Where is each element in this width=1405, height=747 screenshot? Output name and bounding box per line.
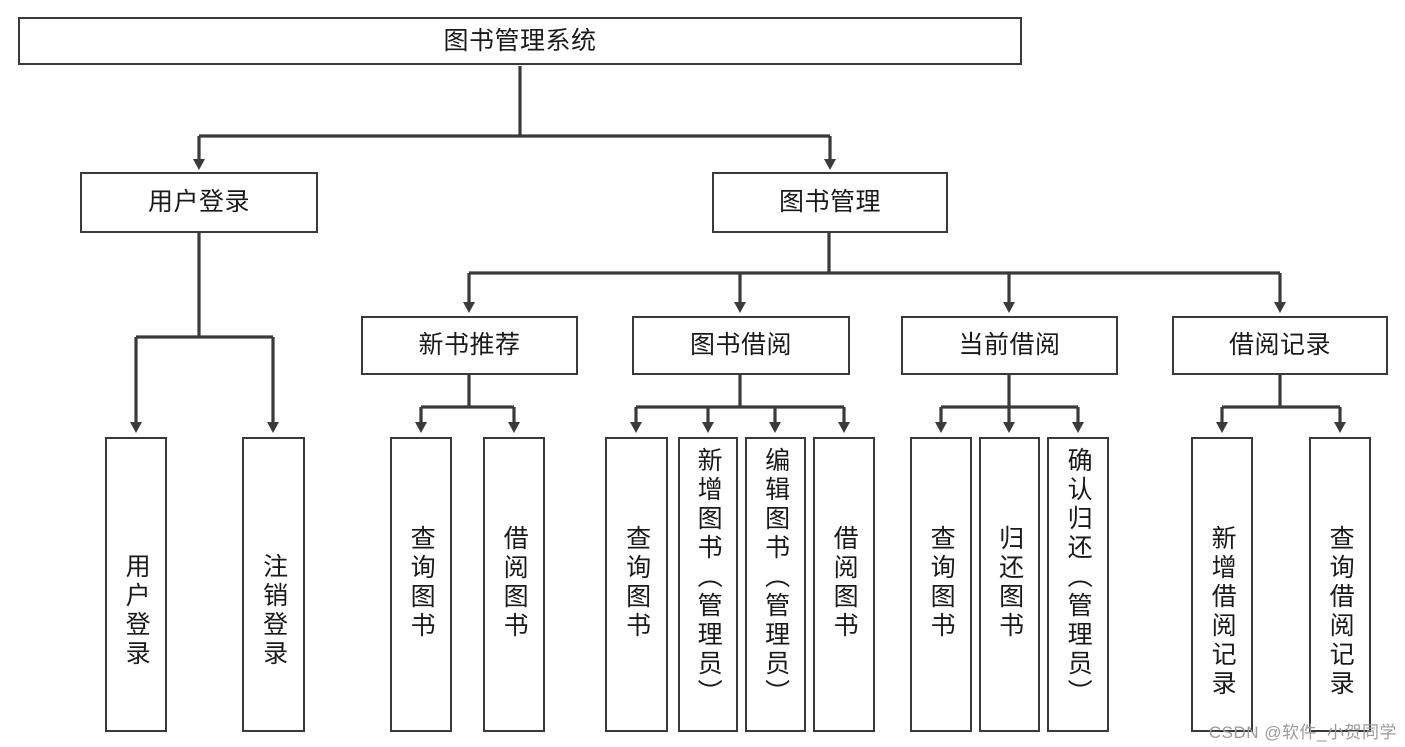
node-label: 注销登录 <box>259 553 288 669</box>
node-label: 用户登录 <box>122 553 151 669</box>
node-label: 查询图书 <box>622 525 651 641</box>
node-label: 当前借阅 <box>958 331 1061 360</box>
node-label: 新增图书（管理员） <box>694 447 723 708</box>
node-label: 查询图书 <box>927 525 956 641</box>
leaf-add-book-admin[interactable]: 新增图书（管理员） <box>678 437 738 732</box>
node-label: 归还图书 <box>995 525 1024 641</box>
node-label: 编辑图书（管理员） <box>761 447 790 708</box>
leaf-query-book-borrow[interactable]: 查询图书 <box>605 437 668 732</box>
node-label: 借阅图书 <box>500 525 529 641</box>
leaf-user-login[interactable]: 用户登录 <box>105 437 167 732</box>
node-book-borrow[interactable]: 图书借阅 <box>632 316 850 375</box>
node-label: 新增借阅记录 <box>1208 525 1237 699</box>
leaf-return-book[interactable]: 归还图书 <box>979 437 1040 732</box>
leaf-edit-book-admin[interactable]: 编辑图书（管理员） <box>745 437 806 732</box>
node-label: 借阅图书 <box>830 525 859 641</box>
node-label: 图书管理系统 <box>443 26 597 55</box>
node-borrow-record[interactable]: 借阅记录 <box>1172 316 1388 375</box>
node-label: 借阅记录 <box>1228 331 1331 360</box>
leaf-confirm-return-admin[interactable]: 确认归还（管理员） <box>1047 437 1109 732</box>
leaf-add-borrow-record[interactable]: 新增借阅记录 <box>1191 437 1253 732</box>
node-root[interactable]: 图书管理系统 <box>18 17 1022 65</box>
leaf-borrow-book-recommend[interactable]: 借阅图书 <box>483 437 545 732</box>
leaf-logout[interactable]: 注销登录 <box>242 437 305 732</box>
leaf-query-book-current[interactable]: 查询图书 <box>910 437 972 732</box>
node-label: 用户登录 <box>147 188 250 217</box>
node-label: 确认归还（管理员） <box>1064 447 1093 708</box>
leaf-query-book-recommend[interactable]: 查询图书 <box>390 437 452 732</box>
leaf-borrow-book[interactable]: 借阅图书 <box>813 437 875 732</box>
node-label: 图书借阅 <box>689 331 792 360</box>
node-book-management[interactable]: 图书管理 <box>712 172 948 233</box>
node-new-book-recommend[interactable]: 新书推荐 <box>361 316 578 375</box>
leaf-query-borrow-record[interactable]: 查询借阅记录 <box>1309 437 1371 732</box>
node-user-login[interactable]: 用户登录 <box>80 172 318 233</box>
node-label: 查询图书 <box>407 525 436 641</box>
node-label: 查询借阅记录 <box>1326 525 1355 699</box>
csdn-watermark: CSDN @软件_小贺同学 <box>1208 723 1397 742</box>
node-label: 新书推荐 <box>418 331 521 360</box>
node-label: 图书管理 <box>778 188 881 217</box>
node-current-borrow[interactable]: 当前借阅 <box>901 316 1118 375</box>
